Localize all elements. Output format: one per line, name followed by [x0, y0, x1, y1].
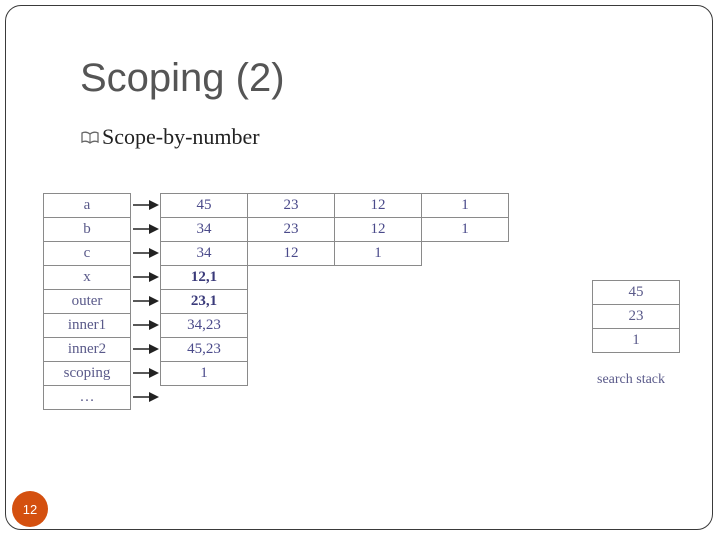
- arrow-right-icon: [133, 248, 159, 258]
- variable-label: x: [43, 265, 131, 290]
- variable-label: b: [43, 217, 131, 242]
- value-cell: 1: [160, 361, 248, 386]
- bullet-item: Scope-by-number: [80, 124, 260, 150]
- arrow-right-icon: [133, 368, 159, 378]
- value-cell: 12: [334, 217, 422, 242]
- stack-cell: 1: [592, 328, 680, 353]
- value-cell: 12: [334, 193, 422, 218]
- value-cell: 1: [421, 217, 509, 242]
- value-cell: 45,23: [160, 337, 248, 362]
- value-cell: 23: [247, 193, 335, 218]
- stack-cell: 23: [592, 304, 680, 329]
- variable-label: inner1: [43, 313, 131, 338]
- open-book-icon: [81, 131, 99, 144]
- slide-frame: [5, 5, 713, 530]
- arrow-right-icon: [133, 200, 159, 210]
- value-cell: 34: [160, 241, 248, 266]
- stack-cell: 45: [592, 280, 680, 305]
- variable-label: scoping: [43, 361, 131, 386]
- search-stack-label: search stack: [597, 372, 666, 387]
- value-cell: 34: [160, 217, 248, 242]
- arrow-right-icon: [133, 224, 159, 234]
- arrow-right-icon: [133, 272, 159, 282]
- variable-label: a: [43, 193, 131, 218]
- arrow-right-icon: [133, 320, 159, 330]
- variable-label: …: [43, 385, 131, 410]
- value-cell: 12: [247, 241, 335, 266]
- arrow-right-icon: [133, 392, 159, 402]
- value-cell: 34,23: [160, 313, 248, 338]
- arrow-right-icon: [133, 296, 159, 306]
- value-cell: 45: [160, 193, 248, 218]
- variable-label: outer: [43, 289, 131, 314]
- page-number-badge: 12: [12, 491, 48, 527]
- bullet-text: Scope-by-number: [102, 124, 260, 149]
- slide-title: Scoping (2): [80, 56, 285, 100]
- value-cell: 1: [421, 193, 509, 218]
- value-cell: 1: [334, 241, 422, 266]
- value-cell: 12,1: [160, 265, 248, 290]
- value-cell: 23: [247, 217, 335, 242]
- variable-label: inner2: [43, 337, 131, 362]
- value-cell: 23,1: [160, 289, 248, 314]
- variable-label: c: [43, 241, 131, 266]
- arrow-right-icon: [133, 344, 159, 354]
